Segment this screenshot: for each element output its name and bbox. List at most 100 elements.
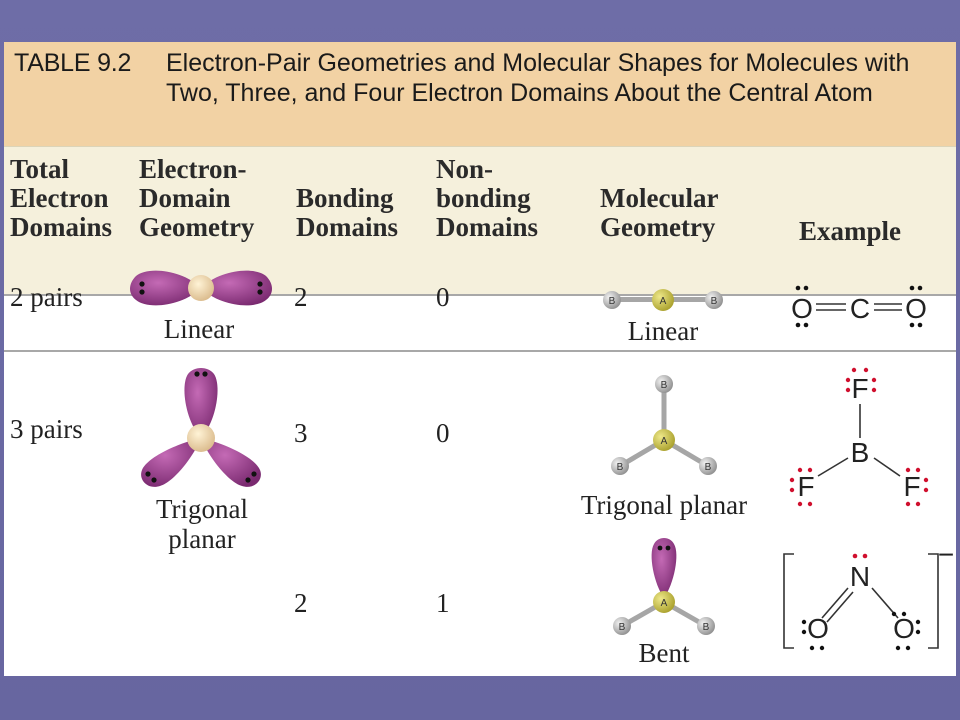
outer-atom bbox=[705, 291, 723, 309]
header-divider bbox=[4, 294, 956, 296]
central-atom bbox=[653, 429, 675, 451]
double-bond bbox=[821, 587, 849, 619]
orbital-lobe bbox=[184, 368, 218, 438]
header-line: Domain bbox=[139, 183, 231, 213]
table-title: Electron-Pair Geometries and Molecular S… bbox=[166, 49, 910, 107]
trigonal-planar-ball-stick: B B B A bbox=[611, 375, 717, 475]
header-line: Example bbox=[799, 216, 902, 246]
outer-atom bbox=[603, 291, 621, 309]
header-line: bonding bbox=[436, 183, 531, 213]
fluorine-symbol: F bbox=[903, 471, 920, 502]
lone-pairs bbox=[795, 285, 923, 328]
oxygen-lone-pairs bbox=[801, 611, 921, 651]
linear-ball-stick: B A B bbox=[603, 289, 723, 311]
electron-geometry-label: Linear bbox=[163, 314, 235, 344]
central-atom bbox=[188, 275, 214, 301]
lone-pair-dot bbox=[657, 545, 663, 551]
nitrogen-symbol: N bbox=[850, 561, 870, 592]
trigonal-planar-orbital-model bbox=[141, 368, 261, 487]
carbon-symbol: C bbox=[850, 293, 870, 324]
atom-label: B bbox=[711, 296, 718, 307]
lone-pair-lobe bbox=[651, 538, 677, 598]
table-caption: TABLE 9.2 Electron-Pair Geometries and M… bbox=[4, 42, 956, 146]
no2-lewis-structure: − N O O bbox=[783, 539, 954, 651]
row-nonbonding-domains: 0 bbox=[436, 282, 450, 312]
lone-pairs bbox=[789, 367, 929, 507]
oxygen-symbol: O bbox=[807, 613, 829, 644]
column-header-band: Total Electron Domains Electron- Domain … bbox=[4, 146, 956, 295]
row-bonding-domains: 2 bbox=[294, 588, 308, 618]
atom-label: B bbox=[617, 462, 624, 473]
header-line: Non- bbox=[436, 154, 494, 184]
oxygen-symbol: O bbox=[791, 293, 813, 324]
header-line: Geometry bbox=[139, 212, 255, 242]
central-atom bbox=[653, 591, 675, 613]
atom-label: B bbox=[609, 296, 616, 307]
atom-label: A bbox=[660, 296, 667, 307]
row-divider bbox=[4, 350, 956, 352]
central-atom bbox=[652, 289, 674, 311]
lone-pair-dot bbox=[139, 281, 145, 287]
lone-pair-dot bbox=[257, 281, 263, 287]
header-line: Electron- bbox=[139, 154, 247, 184]
header-nonbonding-domains: Non- bonding Domains bbox=[436, 155, 538, 242]
row-nonbonding-domains: 0 bbox=[436, 418, 450, 448]
orbital-lobe bbox=[130, 270, 201, 306]
lone-pair-dot bbox=[665, 545, 671, 551]
header-line: Bonding bbox=[296, 183, 394, 213]
orbital-lobe bbox=[201, 438, 261, 487]
row-bonding-domains: 3 bbox=[294, 418, 308, 448]
header-example: Example bbox=[799, 217, 901, 246]
header-total-electron-domains: Total Electron Domains bbox=[10, 155, 112, 242]
atom-label: B bbox=[703, 622, 710, 633]
nitrogen-lone-pair bbox=[852, 553, 868, 559]
label-line: planar bbox=[168, 524, 236, 554]
lone-pair-dots bbox=[145, 371, 257, 483]
header-line: Domains bbox=[436, 212, 539, 242]
row-bonding-domains: 2 bbox=[294, 282, 308, 312]
header-line: Domains bbox=[10, 212, 113, 242]
bracket-right bbox=[928, 553, 939, 649]
co2-lewis-structure: O C O bbox=[791, 285, 927, 328]
bf3-lewis-structure: F B F F bbox=[789, 367, 929, 507]
single-bond bbox=[817, 457, 849, 477]
fluorine-symbol: F bbox=[797, 471, 814, 502]
row-total-domains: 3 pairs bbox=[10, 414, 83, 444]
charge-symbol: − bbox=[938, 539, 954, 570]
lone-pair-dot bbox=[257, 289, 263, 295]
orbital-lobe bbox=[141, 438, 201, 487]
fluorine-symbol: F bbox=[851, 373, 868, 404]
header-electron-domain-geometry: Electron- Domain Geometry bbox=[139, 155, 254, 242]
double-bond bbox=[826, 591, 854, 623]
outer-atom bbox=[699, 457, 717, 475]
header-bonding-domains: Bonding Domains bbox=[296, 184, 398, 242]
single-bond bbox=[873, 457, 901, 477]
atom-label: B bbox=[661, 380, 668, 391]
outer-atom bbox=[697, 617, 715, 635]
header-line: Domains bbox=[296, 212, 399, 242]
label-line: Trigonal bbox=[155, 494, 249, 524]
header-line: Total bbox=[10, 154, 70, 184]
outer-atom bbox=[611, 457, 629, 475]
lone-pair-dot bbox=[139, 289, 145, 295]
boron-symbol: B bbox=[851, 437, 870, 468]
oxygen-symbol: O bbox=[893, 613, 915, 644]
header-line: Geometry bbox=[600, 212, 716, 242]
linear-orbital-model bbox=[130, 270, 272, 306]
outer-atom bbox=[655, 375, 673, 393]
row-total-domains: 2 pairs bbox=[10, 282, 83, 312]
table-number: TABLE 9.2 bbox=[14, 49, 132, 77]
header-molecular-geometry: Molecular Geometry bbox=[600, 184, 718, 242]
central-atom bbox=[187, 424, 215, 452]
oxygen-symbol: O bbox=[905, 293, 927, 324]
orbital-lobe bbox=[201, 270, 272, 306]
atom-label: B bbox=[705, 462, 712, 473]
outer-atom bbox=[613, 617, 631, 635]
bracket-left bbox=[783, 553, 794, 649]
header-line: Electron bbox=[10, 183, 109, 213]
molecular-geometry-label: Bent bbox=[638, 638, 690, 668]
row-nonbonding-domains: 1 bbox=[436, 588, 450, 618]
atom-label: B bbox=[619, 622, 626, 633]
table-card: TABLE 9.2 Electron-Pair Geometries and M… bbox=[4, 42, 956, 676]
atom-label: A bbox=[661, 598, 668, 609]
